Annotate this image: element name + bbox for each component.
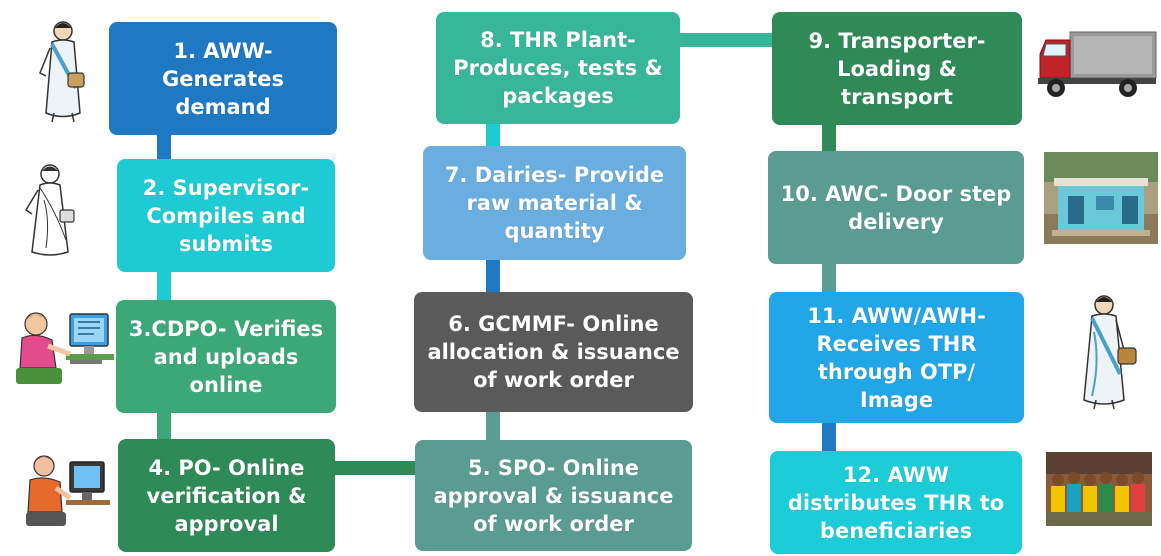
step-5-text: 5. SPO- Online approval & issuance of wo…: [433, 455, 674, 536]
step-1-box: 1. AWW- Generates demand: [109, 22, 337, 135]
office-worker-icon: [26, 455, 110, 526]
step-4-box: 4. PO- Online verification & approval: [118, 439, 335, 552]
connector-5-6: [486, 412, 500, 440]
step-10-box: 10. AWC- Door step delivery: [768, 151, 1024, 264]
connector-3-4: [157, 413, 171, 439]
anganwadi-building-icon: [1044, 152, 1158, 244]
step-2-box: 2. Supervisor- Compiles and submits: [117, 159, 335, 272]
step-7-text: 7. Dairies- Provide raw material & quant…: [444, 163, 665, 243]
woman-worker-icon: [39, 21, 85, 123]
connector-1-2: [157, 135, 171, 159]
step-8-text: 8. THR Plant- Produces, tests & packages: [453, 28, 663, 108]
step-4-text: 4. PO- Online verification & approval: [146, 455, 307, 536]
connector-10-11: [822, 264, 836, 292]
step-3-text: 3.CDPO- Verifies and uploads online: [128, 316, 324, 397]
step-6-box: 6. GCMMF- Online allocation & issuance o…: [414, 292, 693, 412]
connector-4-5: [335, 461, 415, 475]
step-1-text: 1. AWW- Generates demand: [162, 38, 284, 119]
beneficiaries-group-icon: [1046, 452, 1152, 526]
step-12-box: 12. AWW distributes THR to beneficiaries: [770, 451, 1022, 554]
step-2-text: 2. Supervisor- Compiles and submits: [142, 175, 310, 256]
connector-11-12: [822, 423, 836, 451]
connector-7-8: [486, 124, 500, 146]
step-9-box: 9. Transporter- Loading & transport: [772, 12, 1022, 125]
connector-2-3: [157, 272, 171, 300]
step-11-text: 11. AWW/AWH- Receives THR through OTP/ I…: [807, 303, 986, 412]
step-9-text: 9. Transporter- Loading & transport: [808, 28, 986, 109]
connector-8-9: [680, 33, 772, 47]
step-5-box: 5. SPO- Online approval & issuance of wo…: [415, 440, 692, 551]
truck-icon: [1038, 31, 1157, 97]
connector-6-7: [486, 260, 500, 292]
step-8-box: 8. THR Plant- Produces, tests & packages: [436, 12, 680, 124]
woman-supervisor-icon: [24, 164, 75, 256]
woman-with-bag-icon: [1083, 295, 1137, 410]
step-12-text: 12. AWW distributes THR to beneficiaries: [787, 462, 1005, 543]
connector-9-10: [822, 125, 836, 151]
step-11-box: 11. AWW/AWH- Receives THR through OTP/ I…: [769, 292, 1024, 423]
step-3-box: 3.CDPO- Verifies and uploads online: [116, 300, 336, 413]
step-7-box: 7. Dairies- Provide raw material & quant…: [423, 146, 686, 260]
step-6-text: 6. GCMMF- Online allocation & issuance o…: [427, 312, 680, 392]
computer-operator-icon: [16, 312, 114, 384]
step-10-text: 10. AWC- Door step delivery: [780, 181, 1012, 234]
